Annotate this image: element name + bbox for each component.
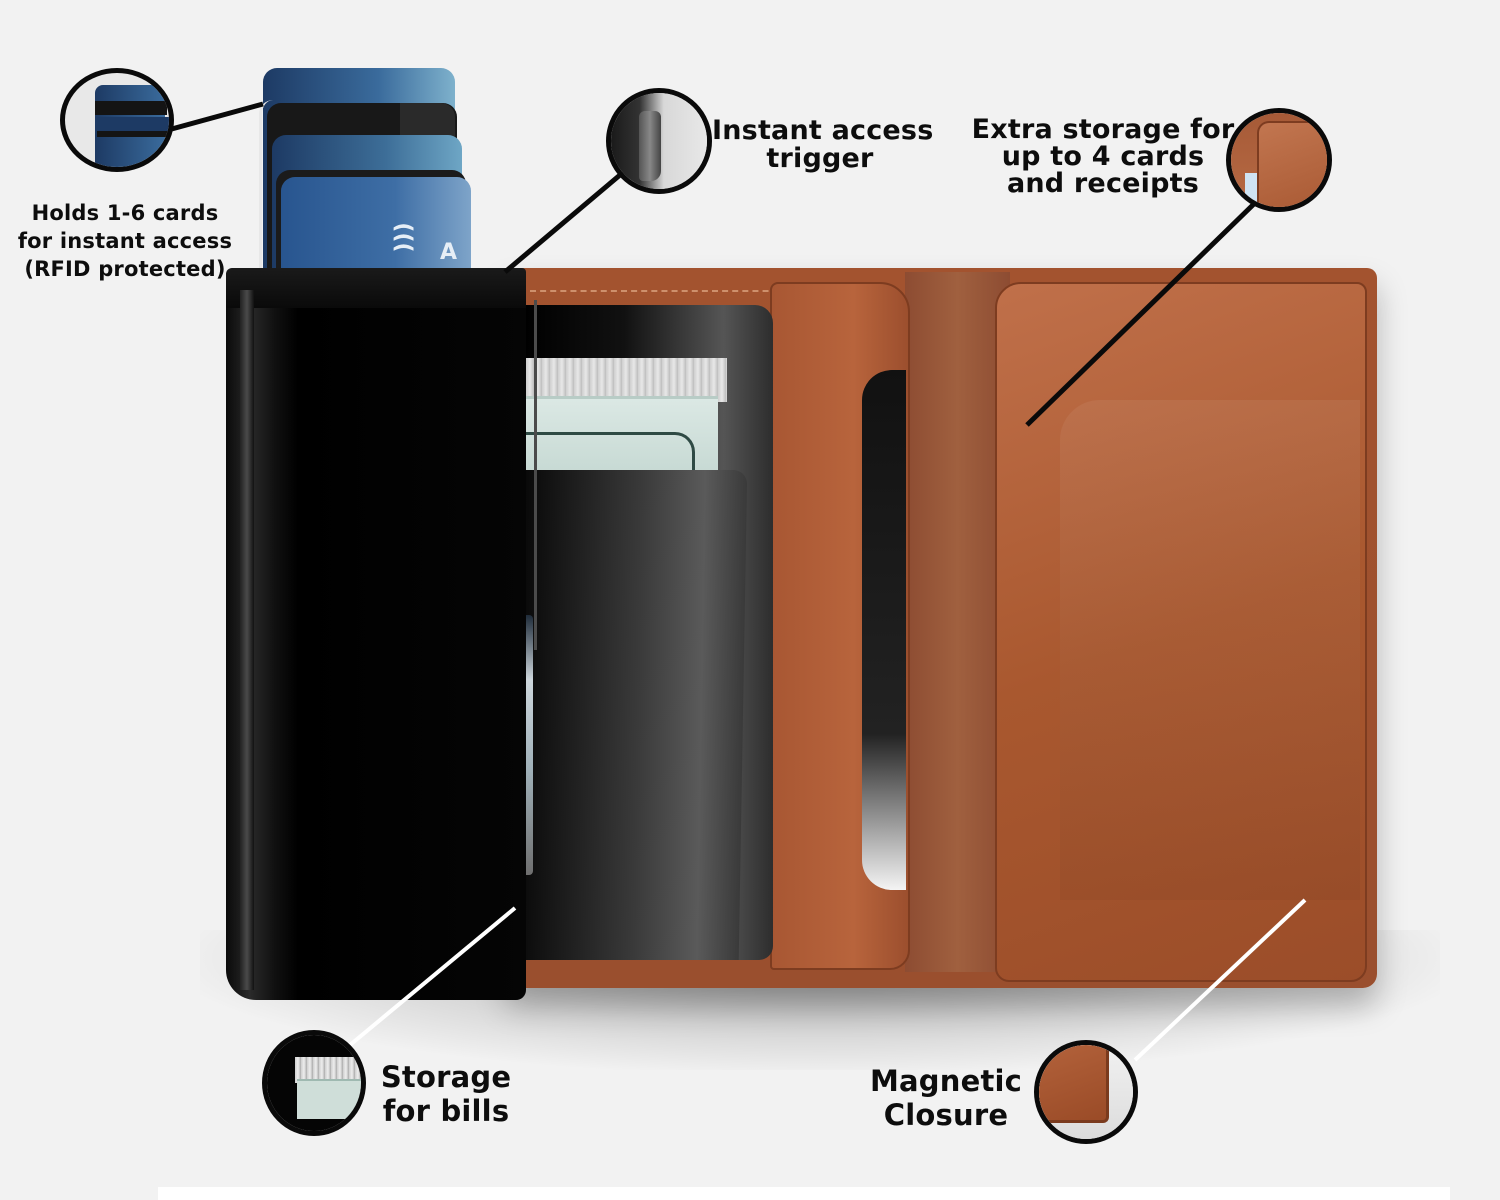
magnet-closure-icon — [1034, 1040, 1138, 1144]
label-line: Closure — [883, 1098, 1009, 1132]
card-edges — [259, 100, 285, 275]
trigger-rail — [534, 300, 537, 650]
label-line: Magnetic — [869, 1064, 1023, 1098]
aluminum-card-case — [226, 270, 526, 1000]
line-cards — [167, 101, 264, 133]
line-trigger — [503, 173, 622, 274]
trigger-icon — [606, 88, 712, 194]
label-line: up to 4 cards — [1001, 141, 1205, 172]
label-line: Instant access — [712, 115, 934, 146]
card-stack-icon — [60, 68, 174, 172]
leather-spine — [905, 272, 1010, 972]
case-side-highlight — [240, 290, 254, 990]
label-magnetic-closure: Magnetic Closure — [864, 1064, 1028, 1132]
card-logo-letter: A — [440, 240, 458, 265]
leather-pocket-icon — [1226, 108, 1332, 212]
right-pocket-highlight — [1060, 400, 1360, 900]
label-extra-storage: Extra storage for up to 4 cards and rece… — [968, 116, 1238, 197]
label-line: (RFID protected) — [24, 257, 226, 281]
label-bills: Storage for bills — [376, 1060, 516, 1128]
stitch-line — [530, 290, 900, 292]
label-cards: Holds 1-6 cards for instant access (RFID… — [10, 199, 240, 283]
label-line: and receipts — [1006, 168, 1200, 199]
label-line: for bills — [382, 1094, 510, 1128]
left-pocket-slot — [862, 370, 906, 890]
label-line: Holds 1-6 cards — [31, 201, 219, 225]
case-top-edge — [226, 268, 526, 308]
label-line: trigger — [766, 143, 874, 174]
label-trigger: Instant access trigger — [712, 115, 934, 174]
card — [281, 177, 471, 278]
bottom-white-strip — [158, 1187, 1450, 1200]
label-line: Storage — [380, 1060, 512, 1094]
label-line: Extra storage for — [971, 114, 1235, 145]
banknote-icon — [262, 1030, 366, 1136]
label-line: for instant access — [17, 229, 233, 253]
contactless-icon: ((( — [390, 222, 416, 253]
